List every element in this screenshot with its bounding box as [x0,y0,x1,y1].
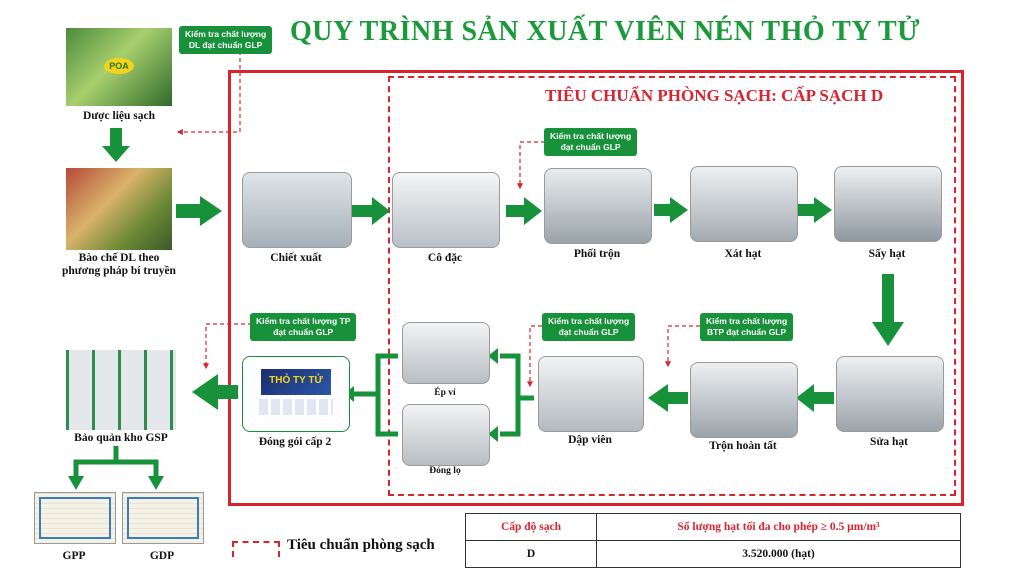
qc-line: Kiểm tra chất lượng TP [256,316,351,326]
label-phoi-tron: Phối trộn [573,248,621,260]
granulator-photo [690,166,798,242]
production-zone-frame [228,70,964,506]
qc-line: Kiểm tra chất lượng [706,316,788,326]
qc-line: đạt chuẩn GLP [273,327,334,337]
sizing-photo [836,356,944,432]
label-sua-hat: Sửa hạt [870,436,908,448]
legend-label: Tiêu chuẩn phòng sạch [287,537,435,553]
header-level: Cấp độ sạch [465,513,597,541]
label-bao-che-line2: phương pháp bí truyền [62,265,176,277]
bottling-photo [402,404,490,466]
herb-processing-photo [66,168,172,250]
qc-box-dl-glp: Kiểm tra chất lượng DL đạt chuẩn GLP [179,26,273,54]
concentrator-photo [392,172,500,248]
label-bao-che-line1: Bào chế DL theo [78,252,160,264]
qc-line: Kiểm tra chất lượng [550,131,632,141]
extraction-photo [242,172,352,248]
table-row: D 3.520.000 (hạt) [465,540,961,568]
blister-photo [402,322,490,384]
final-mixer-photo [690,362,798,438]
qc-line: đạt chuẩn GLP [560,142,621,152]
qc-box-btp-glp: Kiểm tra chất lượng BTP đạt chuẩn GLP [700,313,794,341]
label-duoc-lieu: Dược liệu sạch [82,110,156,122]
clean-level-table: Cấp độ sạch Số lượng hạt tối đa cho phép… [465,513,961,568]
product-box-photo: THỎ TY TỬ [242,356,350,432]
label-say-hat: Sấy hạt [868,248,906,260]
gpp-certificate [34,492,116,544]
header-count: Số lượng hạt tối đa cho phép ≥ 0.5 µm/m³ [596,513,961,541]
label-tron-hoan-tat: Trộn hoàn tất [709,440,777,452]
qc-line: đạt chuẩn GLP [558,327,619,337]
label-dong-lo: Đóng lọ [429,466,461,476]
table-header-row: Cấp độ sạch Số lượng hạt tối đa cho phép… [465,513,961,541]
dryer-photo [834,166,942,242]
qc-box-glp-bottom: Kiểm tra chất lượng đạt chuẩn GLP [542,313,636,341]
label-xat-hat: Xát hạt [724,248,762,260]
page-title: QUY TRÌNH SẢN XUẤT VIÊN NÉN THỎ TY TỬ [290,16,920,47]
gdp-certificate [122,492,204,544]
qc-line: Kiểm tra chất lượng [548,316,630,326]
clean-room-title: TIÊU CHUẨN PHÒNG SẠCH: CẤP SẠCH D [545,86,884,105]
label-gdp: GDP [149,550,175,562]
mixer-photo [544,168,652,244]
label-bao-quan: Bảo quản kho GSP [74,432,168,444]
tablet-press-photo [538,356,644,432]
label-dap-vien: Dập viên [568,434,612,446]
qc-line: Kiểm tra chất lượng [185,29,267,39]
qc-line: BTP đạt chuẩn GLP [706,327,787,337]
clean-room-frame [388,76,956,496]
label-gpp: GPP [62,550,86,562]
product-brand: THỎ TY TỬ [269,375,323,386]
qc-box-tp-glp: Kiểm tra chất lượng TP đạt chuẩn GLP [250,313,357,341]
qc-box-glp-top: Kiểm tra chất lượng đạt chuẩn GLP [544,128,638,156]
warehouse-photo [66,350,176,430]
qc-line: DL đạt chuẩn GLP [188,40,263,50]
product-box [261,369,331,395]
label-ep-vi: Ép vỉ [434,388,456,398]
legend-dashed-symbol [232,541,280,557]
cell-count: 3.520.000 (hạt) [596,540,961,568]
label-co-dac: Cô đặc [427,252,463,264]
label-chiet-xuat: Chiết xuất [270,252,322,264]
herbs-photo: POA [66,28,172,106]
product-vials [259,399,333,415]
label-dong-goi: Đóng gói cấp 2 [258,436,332,448]
poa-logo: POA [104,58,134,74]
cell-level: D [465,540,597,568]
